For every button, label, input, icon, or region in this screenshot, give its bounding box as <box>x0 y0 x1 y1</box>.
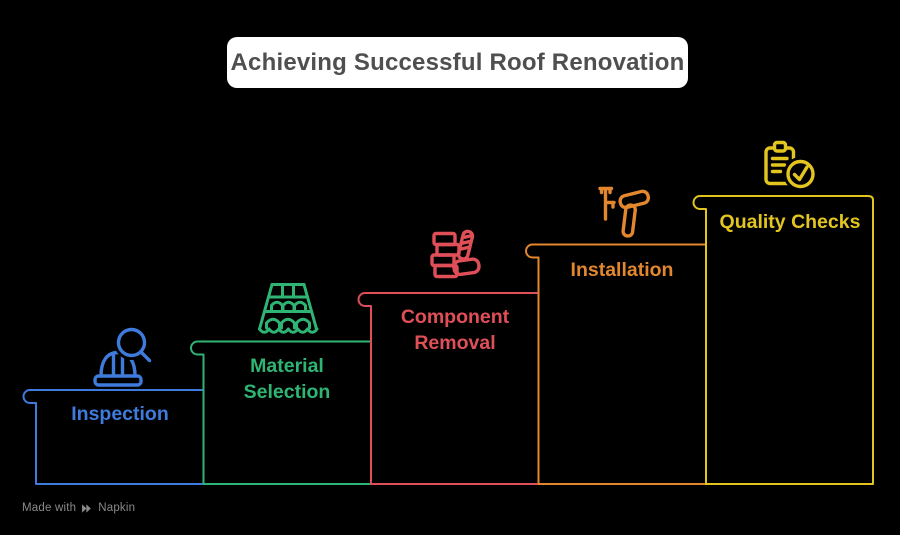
watermark-prefix: Made with <box>22 502 77 514</box>
roof-tiles-icon <box>258 283 319 334</box>
bricks-mallet-icon <box>430 229 481 279</box>
step-label-quality-checks: Quality Checks <box>719 211 861 233</box>
step-outline-material-selection <box>190 340 372 485</box>
clipboard-check-icon <box>764 140 818 191</box>
step-outline-component-removal <box>357 292 540 485</box>
step-outline-quality-checks <box>692 195 874 485</box>
step-outline-inspection <box>22 389 205 485</box>
title-card: Achieving Successful Roof Renovation <box>227 37 688 88</box>
step-label-inspection: Inspection <box>71 403 169 425</box>
page-title: Achieving Successful Roof Renovation <box>230 48 685 76</box>
hard-hat-magnifier-icon <box>93 325 152 387</box>
step-label-installation: Installation <box>570 259 674 281</box>
watermark-brand: Napkin <box>98 502 136 514</box>
watermark: Made with Napkin <box>22 502 135 514</box>
napkin-logo-icon <box>82 503 92 513</box>
hammer-nails-icon <box>598 186 651 238</box>
step-label-material-selection: Material Selection <box>243 355 331 403</box>
step-outline-installation <box>525 243 707 485</box>
step-label-component-removal: Component Removal <box>400 306 510 354</box>
